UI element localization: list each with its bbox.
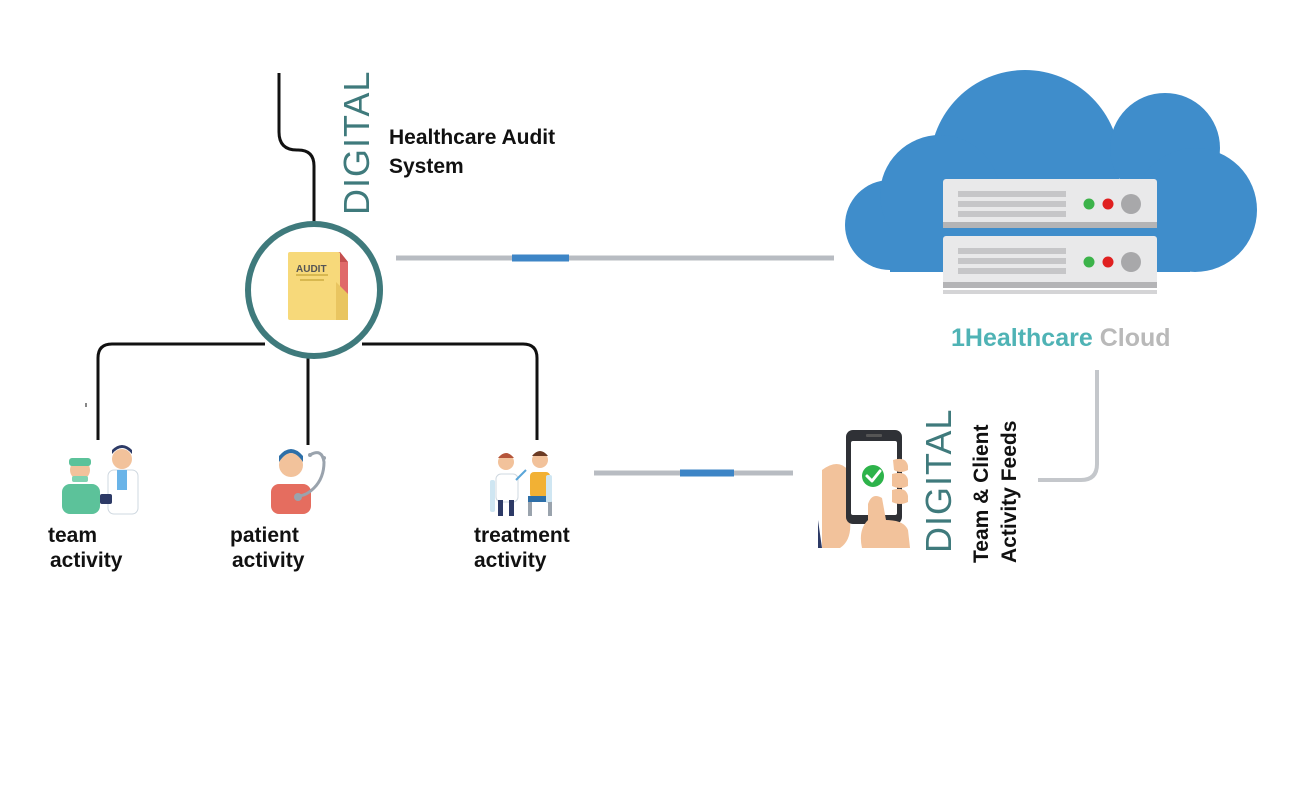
treatment-activity-line2: activity xyxy=(474,549,547,572)
tree-connectors xyxy=(85,73,539,445)
audit-title-line1: Healthcare Audit xyxy=(389,126,556,149)
patient-activity-line1: patient xyxy=(230,524,299,547)
team-activity-line2: activity xyxy=(50,549,123,572)
audit-digital-label: DIGITAL xyxy=(336,70,377,215)
audit-title: Healthcare Audit System xyxy=(389,123,555,181)
patient-activity-label: patient activity xyxy=(230,523,304,573)
treatment-activity-line1: treatment xyxy=(474,524,570,547)
treatment-icon xyxy=(490,451,552,516)
cloud-server-icon xyxy=(845,70,1257,294)
audit-icon-text: AUDIT xyxy=(296,264,327,275)
cloud-label: 1Healthcare Cloud xyxy=(951,324,1171,353)
feeds-label: Team & Client Activity Feeds xyxy=(968,403,1026,563)
patient-icon xyxy=(271,449,326,514)
healthcare-team-icon xyxy=(62,445,139,515)
feeds-digital-label: DIGITAL xyxy=(918,408,959,553)
patient-activity-line2: activity xyxy=(232,549,305,572)
server-unit-top xyxy=(943,179,1157,228)
audit-title-line2: System xyxy=(389,155,464,178)
audit-folder-icon: AUDIT xyxy=(288,252,348,320)
cloud-label-primary: 1Healthcare xyxy=(951,324,1093,352)
team-activity-label: team activity xyxy=(48,523,122,573)
server-unit-bottom xyxy=(943,236,1157,294)
smartphone-check-icon xyxy=(818,430,910,548)
feeds-label-line2: Activity Feeds xyxy=(998,420,1021,563)
treatment-activity-label: treatment activity xyxy=(474,523,570,573)
cloud-label-secondary: Cloud xyxy=(1099,324,1171,352)
team-activity-line1: team xyxy=(48,524,98,547)
audit-node: AUDIT xyxy=(245,221,383,359)
connector-cloud-feeds xyxy=(1038,370,1099,482)
feeds-label-line1: Team & Client xyxy=(970,424,993,563)
